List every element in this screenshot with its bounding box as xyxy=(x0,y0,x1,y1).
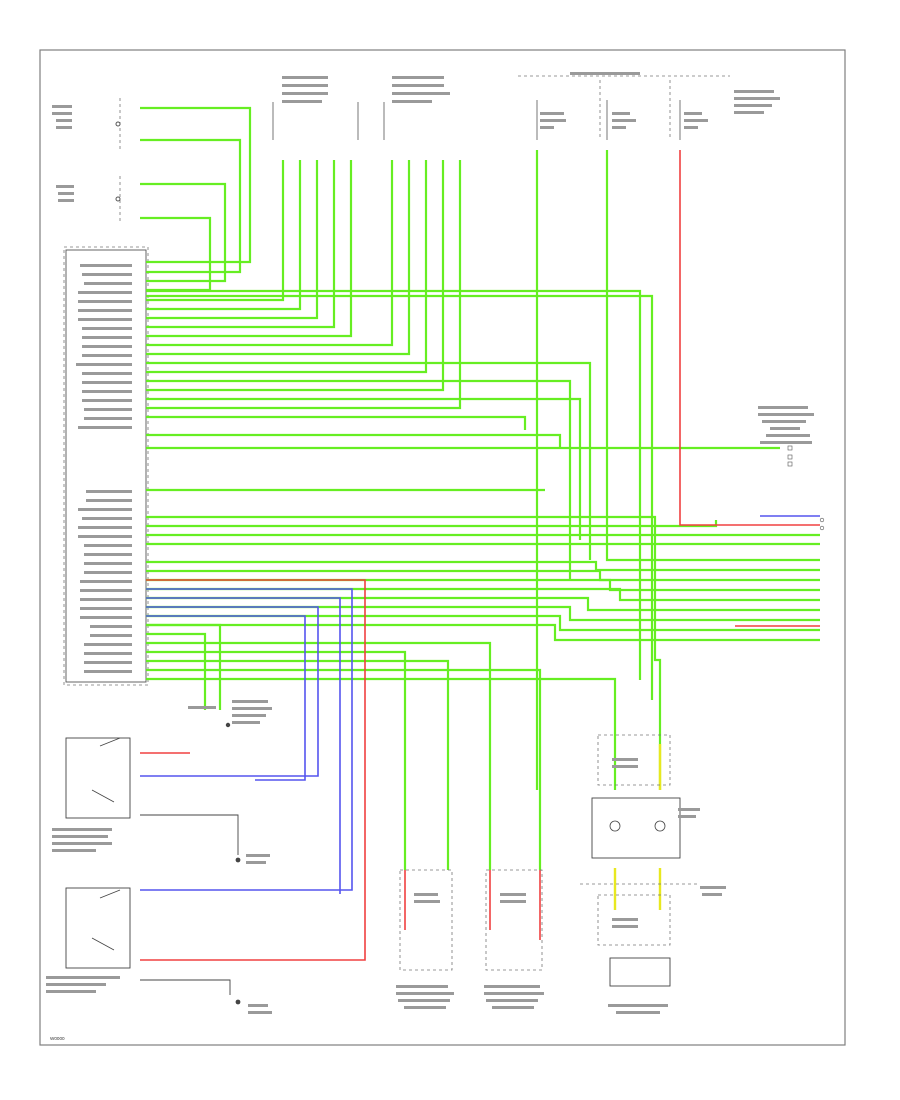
right-front-impact-sensor xyxy=(383,76,450,140)
blue-wire-group xyxy=(140,515,820,894)
diagram-id-label: W0000 xyxy=(50,1036,65,1041)
fuse-box xyxy=(518,72,780,140)
green-wire-group xyxy=(140,106,820,870)
red-wire-group xyxy=(140,150,820,961)
yellow-wire-group xyxy=(613,744,662,910)
left-front-impact-sensor xyxy=(272,76,359,140)
passenger-weight-sensor xyxy=(52,98,121,150)
driver-seat-sensor xyxy=(56,176,121,224)
driver-seat-belt-switch xyxy=(52,737,131,852)
ground-points xyxy=(140,814,272,1014)
module-pin-labels xyxy=(76,264,132,673)
front-passenger-airbag-module xyxy=(396,869,454,1009)
passenger-seat-belt-switch xyxy=(46,887,131,993)
srs-control-module xyxy=(63,246,149,686)
spiral-cable-and-driver-airbag xyxy=(580,734,726,1014)
right-connector-markers xyxy=(758,406,825,531)
seat-position-sensor xyxy=(188,700,272,728)
diagram-frame xyxy=(39,49,846,1046)
second-passenger-airbag-module xyxy=(484,869,544,1009)
